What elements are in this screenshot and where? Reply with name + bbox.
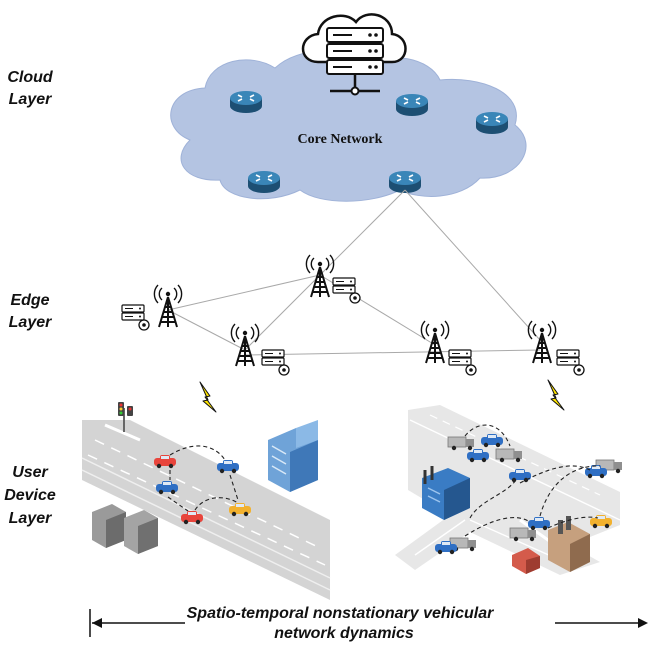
edge-server-icon — [261, 349, 290, 376]
router-icon — [395, 93, 429, 117]
factory-icon — [422, 466, 470, 520]
building-icon — [512, 548, 540, 574]
svg-text:Device: Device — [4, 487, 56, 504]
svg-text:Layer: Layer — [9, 314, 52, 331]
user-device-layer-label: User Device Layer — [4, 464, 56, 527]
caption: Spatio-temporal nonstationary vehicular … — [89, 605, 648, 642]
lightning-icon — [199, 381, 217, 413]
lightning-icon — [547, 379, 565, 411]
highway-scene — [81, 402, 331, 600]
core-network-cloud: Core Network — [170, 51, 527, 202]
traffic-light-icon — [118, 402, 133, 432]
svg-text:Edge: Edge — [10, 292, 49, 309]
svg-text:Layer: Layer — [9, 91, 52, 108]
edge-layer-label: Edge Layer — [9, 292, 52, 331]
left-arrow-icon — [89, 609, 185, 637]
building-icon — [92, 504, 158, 554]
edge-server-icon — [556, 349, 585, 376]
caption-line-2: network dynamics — [274, 625, 414, 642]
cloud-layer-label: Cloud Layer — [7, 69, 54, 108]
edge-server-icon — [448, 349, 477, 376]
router-icon — [475, 111, 509, 135]
tower-icon — [527, 320, 557, 364]
router-icon — [229, 90, 263, 114]
router-icon — [247, 170, 281, 194]
network-links — [167, 189, 541, 356]
core-network-label: Core Network — [298, 132, 383, 147]
edge-server-icon — [121, 304, 150, 331]
edge-server-icon — [332, 277, 361, 304]
cloud-server-icon — [301, 13, 407, 96]
tower-icon — [305, 254, 335, 298]
router-icon — [388, 170, 422, 194]
city-scene — [395, 405, 623, 575]
building-icon — [268, 420, 318, 492]
tower-icon — [153, 284, 183, 328]
svg-text:Layer: Layer — [9, 510, 52, 527]
tower-icon — [420, 320, 450, 364]
factory-icon — [548, 516, 590, 572]
svg-text:Cloud: Cloud — [7, 69, 54, 86]
caption-line-1: Spatio-temporal nonstationary vehicular — [187, 605, 495, 622]
svg-text:User: User — [12, 464, 48, 481]
right-arrow-icon — [555, 618, 648, 628]
